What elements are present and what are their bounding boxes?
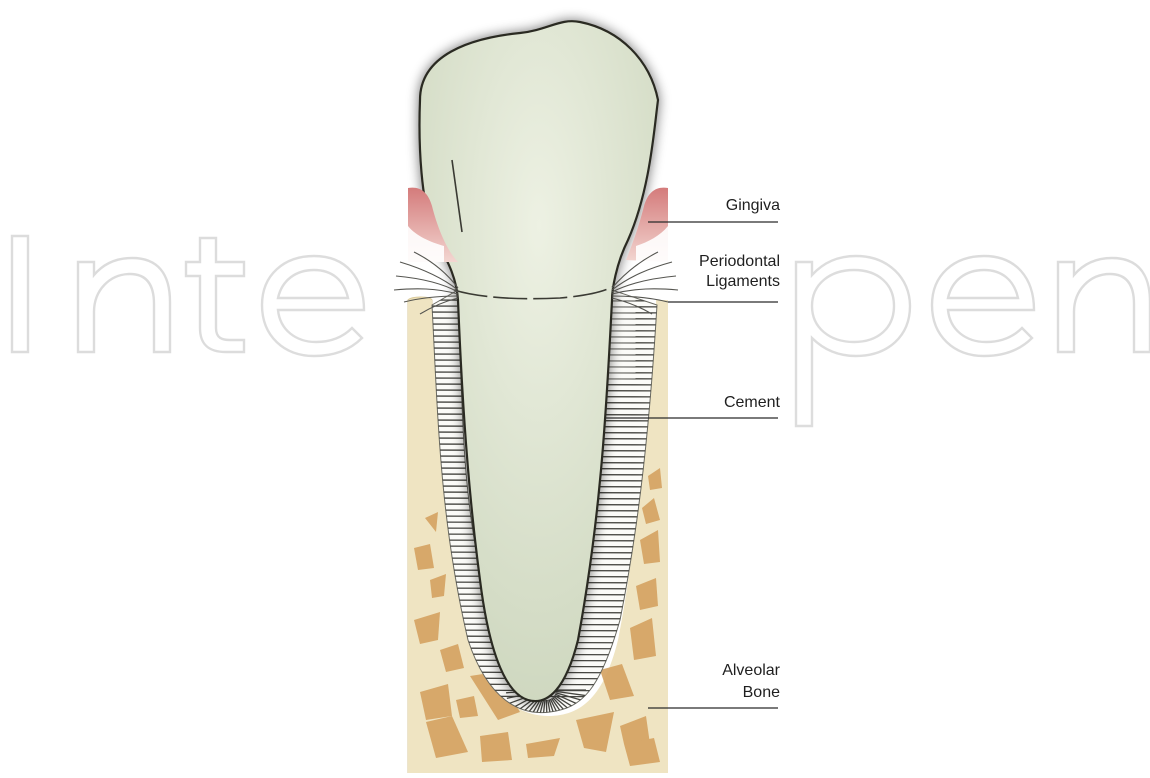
label-gingiva: Gingiva [690,196,780,216]
label-periodontal-line1: Periodontal [660,252,780,272]
label-alveolar-line1: Alveolar [680,661,780,681]
label-cement: Cement [680,393,780,413]
label-alveolar-line2: Bone [680,683,780,703]
label-periodontal-line2: Ligaments [660,272,780,292]
